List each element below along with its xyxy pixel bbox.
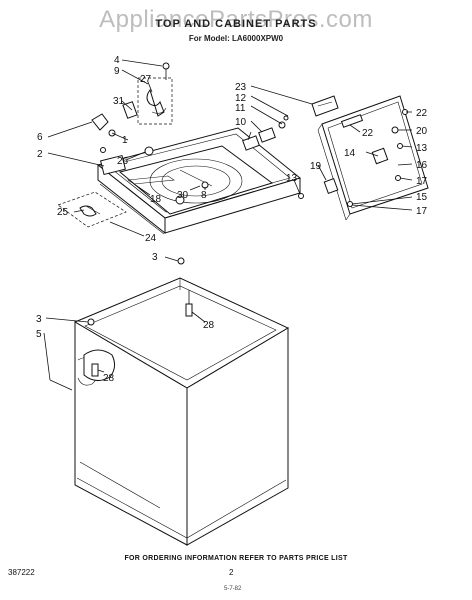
callout-25: 25	[57, 207, 69, 218]
leader-lines	[43, 59, 413, 391]
top-panel	[96, 127, 302, 235]
cabinet-screws	[83, 257, 193, 381]
page-title: TOP AND CABINET PARTS	[155, 18, 317, 30]
callout-14: 14	[344, 148, 356, 159]
callout-13-left: 13	[286, 173, 298, 184]
callout-3-upper: 3	[152, 252, 158, 263]
lid-hinge-parts	[242, 115, 289, 151]
callout-12: 12	[235, 93, 247, 104]
hinge-pin-assembly	[57, 191, 127, 228]
callout-18: 18	[150, 194, 162, 205]
callout-24: 24	[145, 233, 157, 244]
callout-17-upper: 17	[416, 176, 428, 187]
callout-19: 19	[310, 161, 322, 172]
callout-10: 10	[235, 117, 247, 128]
cabinet	[73, 277, 290, 546]
callout-22-lid: 22	[362, 128, 374, 139]
callout-17-lower: 17	[416, 206, 428, 217]
callout-23: 23	[235, 82, 247, 93]
document-number: 387222	[8, 568, 35, 577]
callout-2: 2	[37, 149, 43, 160]
callout-16: 16	[416, 160, 428, 171]
lid-handle	[311, 95, 339, 117]
callout-1: 1	[122, 135, 128, 146]
callout-22-right: 22	[416, 108, 428, 119]
lid-switch-assembly	[91, 62, 209, 205]
callout-3-lower: 3	[36, 314, 42, 325]
revision-code: 5-7-82	[224, 586, 242, 592]
callout-26: 26	[117, 156, 129, 167]
callout-9: 9	[114, 66, 120, 77]
callout-11: 11	[235, 103, 246, 114]
callout-6: 6	[37, 132, 43, 143]
page-number: 2	[229, 568, 234, 577]
callout-8: 8	[201, 190, 207, 201]
callout-27: 27	[140, 74, 152, 85]
callout-15: 15	[416, 192, 428, 203]
callout-28-cabinet: 28	[203, 320, 215, 331]
callout-20: 20	[416, 126, 428, 137]
callout-13-right: 13	[416, 143, 428, 154]
callout-5: 5	[36, 329, 42, 340]
watermark: AppliancePartsPros.com	[99, 6, 373, 33]
callout-4: 4	[114, 55, 120, 66]
callout-31: 31	[113, 96, 125, 107]
callout-30: 30	[177, 190, 189, 201]
ordering-note: FOR ORDERING INFORMATION REFER TO PARTS …	[124, 555, 348, 562]
model-label: For Model: LA6000XPW0	[188, 34, 284, 43]
callout-28-panel: 28	[103, 373, 115, 384]
